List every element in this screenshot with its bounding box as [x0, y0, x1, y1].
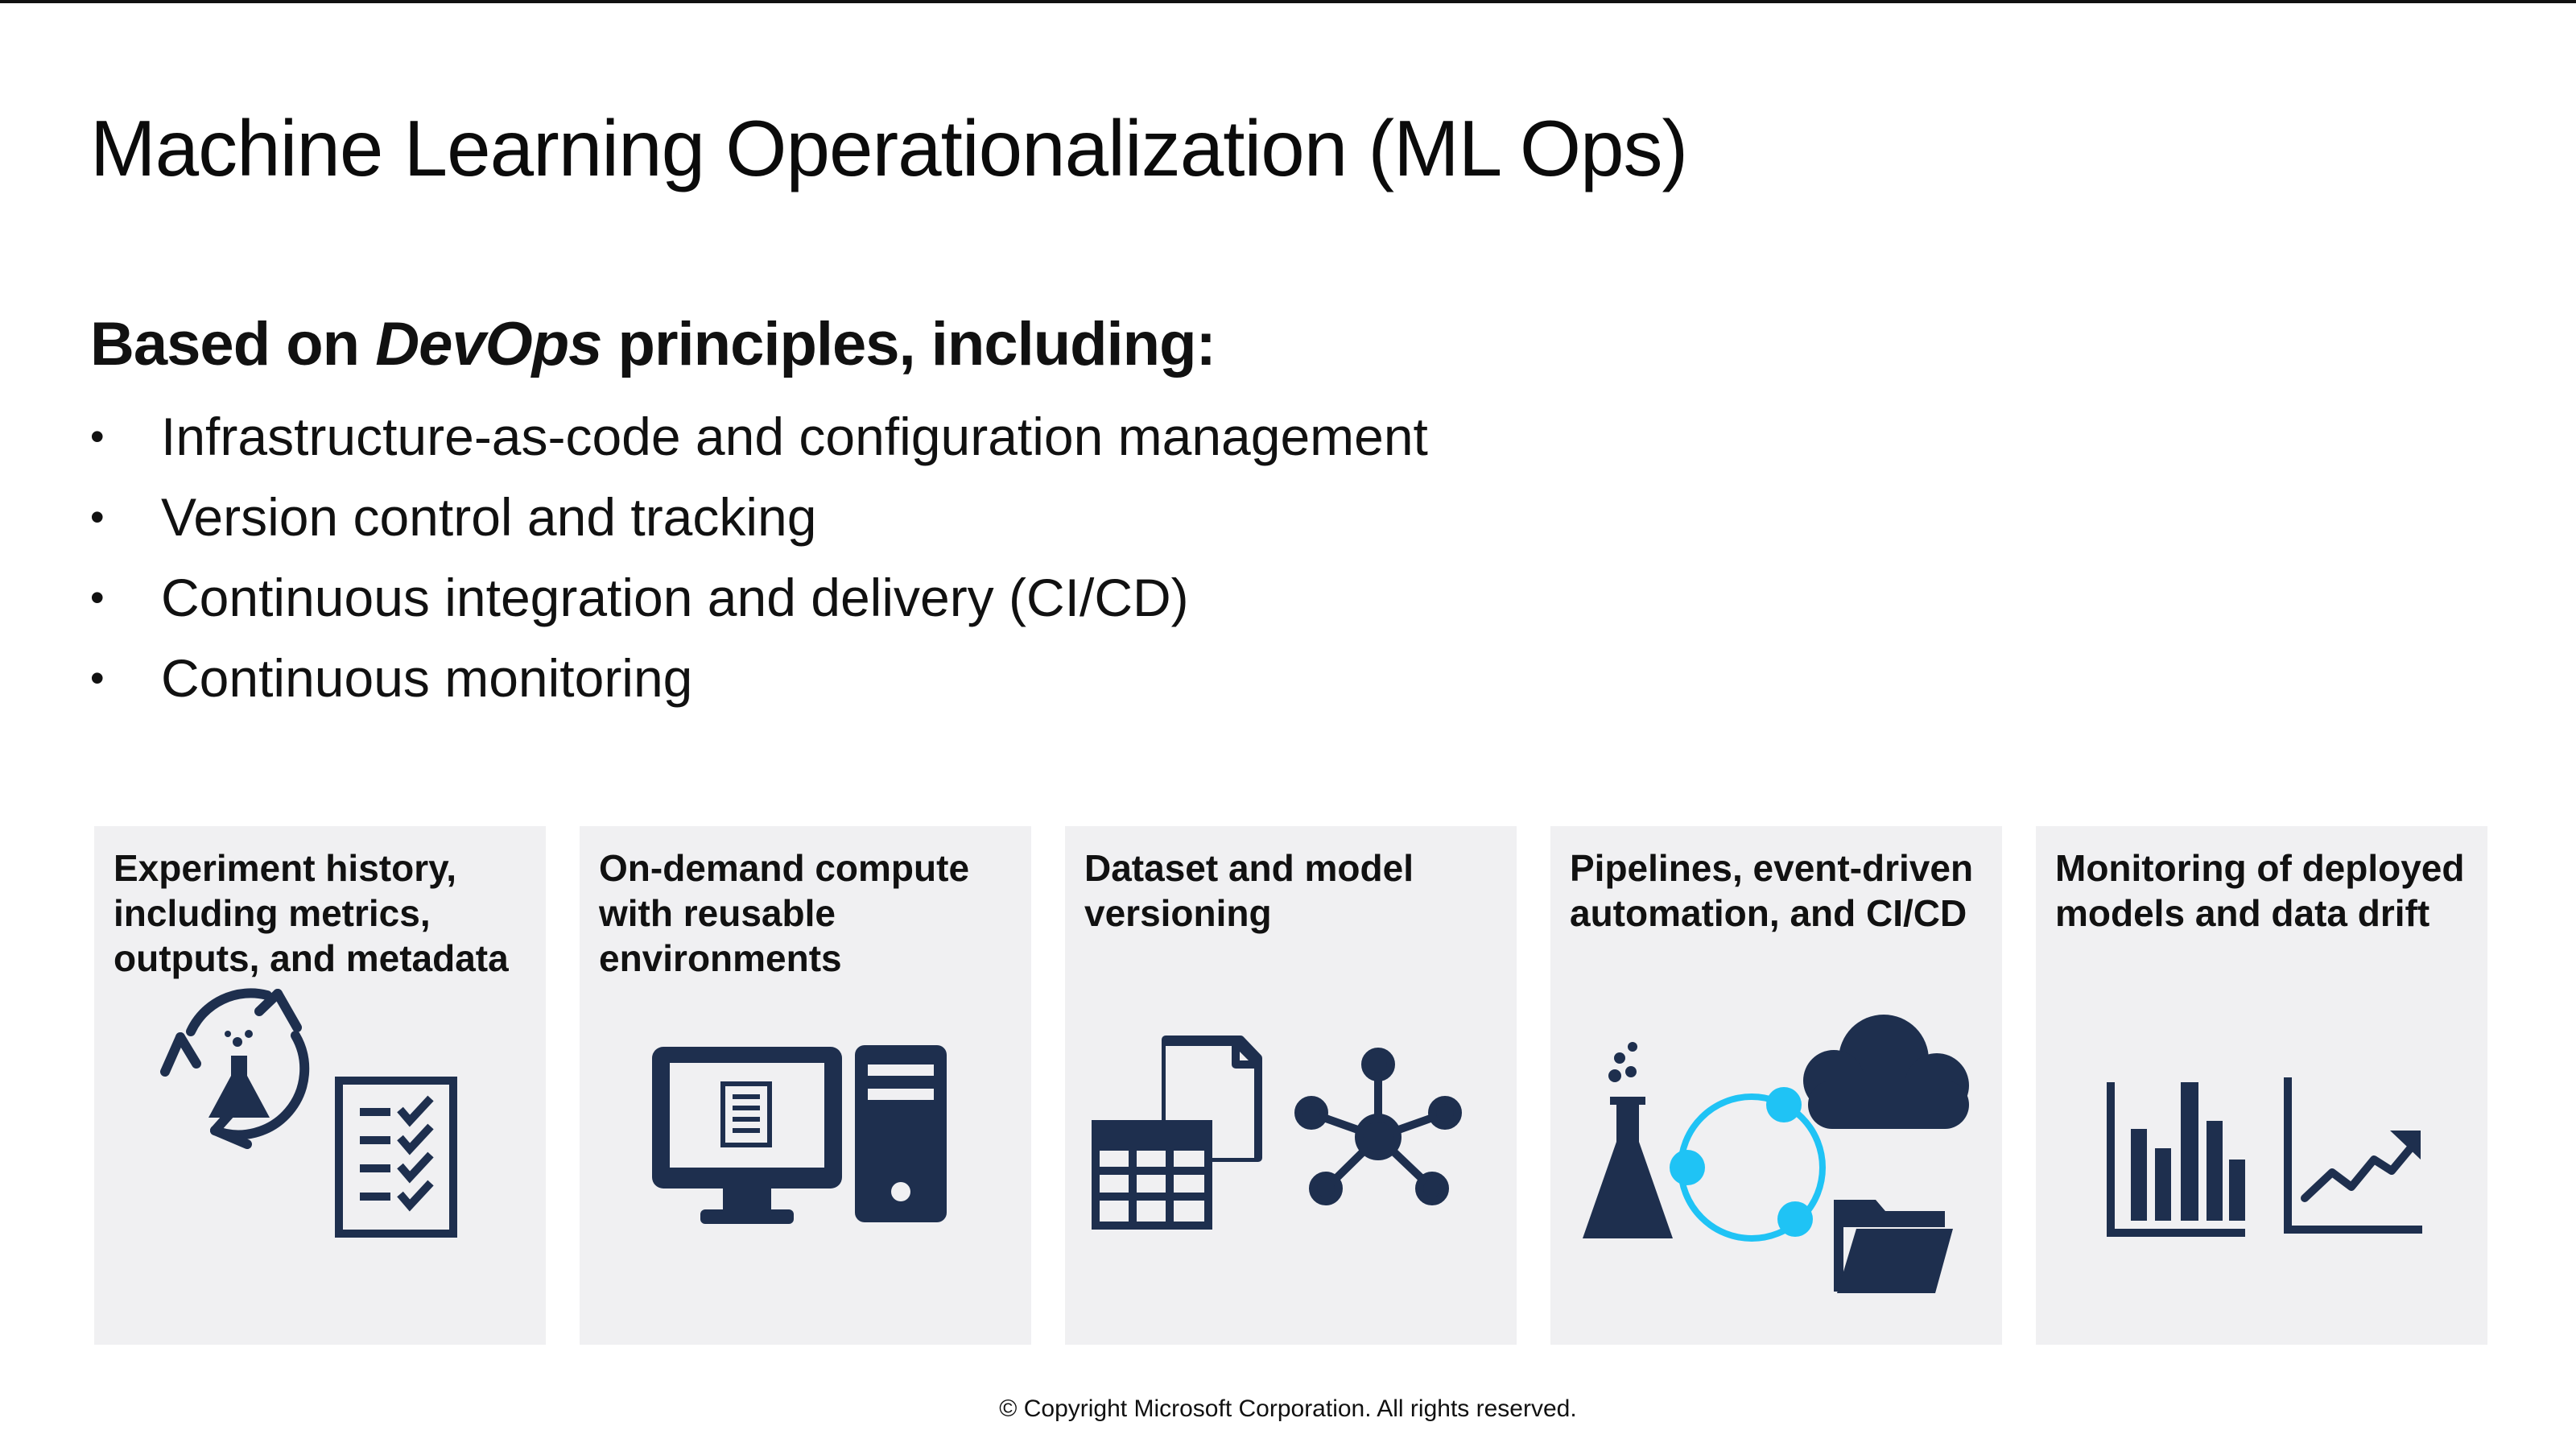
list-item: • Continuous monitoring	[90, 644, 1428, 725]
card-illustration	[160, 988, 457, 1238]
top-border	[0, 0, 2576, 3]
bullet-text: Continuous monitoring	[161, 648, 693, 708]
feature-card-pipelines: Pipelines, event-driven automation, and …	[1550, 826, 2002, 1345]
copyright-notice: © Copyright Microsoft Corporation. All r…	[999, 1395, 1577, 1422]
monitor-icon	[652, 1047, 842, 1224]
card-label: Monitoring of deployed models and data d…	[2055, 847, 2465, 934]
list-item: • Version control and tracking	[90, 483, 1428, 564]
line-chart-icon	[2284, 1077, 2422, 1234]
bullet-marker: •	[90, 575, 105, 620]
card-illustration	[2107, 1077, 2422, 1237]
subtitle-prefix: Based on	[90, 310, 376, 378]
card-illustration	[652, 1045, 947, 1224]
cloud-icon	[1803, 1015, 1969, 1129]
bullet-marker: •	[90, 655, 105, 701]
list-item: • Infrastructure-as-code and configuratio…	[90, 403, 1428, 483]
bullet-marker: •	[90, 494, 105, 539]
flask-shape	[208, 1030, 270, 1118]
feature-card-versioning: Dataset and model versioning	[1065, 826, 1517, 1345]
card-illustration	[1092, 1036, 1462, 1230]
list-item: • Continuous integration and delivery (CI…	[90, 564, 1428, 644]
subtitle-emphasis: DevOps	[375, 310, 602, 378]
feature-card-monitoring: Monitoring of deployed models and data d…	[2036, 826, 2487, 1345]
card-label: Experiment history, including metrics, o…	[114, 847, 509, 979]
tower-icon	[855, 1045, 947, 1222]
card-label: Dataset and model versioning	[1084, 847, 1414, 934]
network-hub-icon	[1294, 1048, 1462, 1205]
principles-list: • Infrastructure-as-code and configuratio…	[90, 403, 1428, 725]
card-illustration	[1583, 1015, 1969, 1293]
bar-chart-icon	[2107, 1082, 2245, 1237]
checklist-icon	[335, 1077, 457, 1238]
bullet-text: Infrastructure-as-code and configuration…	[161, 407, 1428, 466]
bullet-marker: •	[90, 414, 105, 459]
flask-icon	[1583, 1042, 1673, 1238]
bullet-text: Version control and tracking	[161, 487, 817, 547]
slide-title: Machine Learning Operationalization (ML …	[90, 104, 1688, 192]
document-icon	[720, 1081, 772, 1147]
subtitle-suffix: principles, including:	[601, 310, 1216, 378]
bullet-text: Continuous integration and delivery (CI/…	[161, 568, 1189, 627]
folder-icon	[1834, 1200, 1953, 1293]
table-icon	[1092, 1120, 1212, 1230]
slide-subtitle: Based on DevOps principles, including:	[90, 309, 1216, 379]
cycle-icon	[1670, 1087, 1826, 1242]
feature-card-compute: On-demand compute with reusable environm…	[580, 826, 1031, 1345]
card-label: On-demand compute with reusable environm…	[599, 847, 970, 979]
flask-cycle-icon	[160, 988, 310, 1149]
card-label: Pipelines, event-driven automation, and …	[1570, 847, 1974, 934]
feature-card-experiment-history: Experiment history, including metrics, o…	[94, 826, 546, 1345]
